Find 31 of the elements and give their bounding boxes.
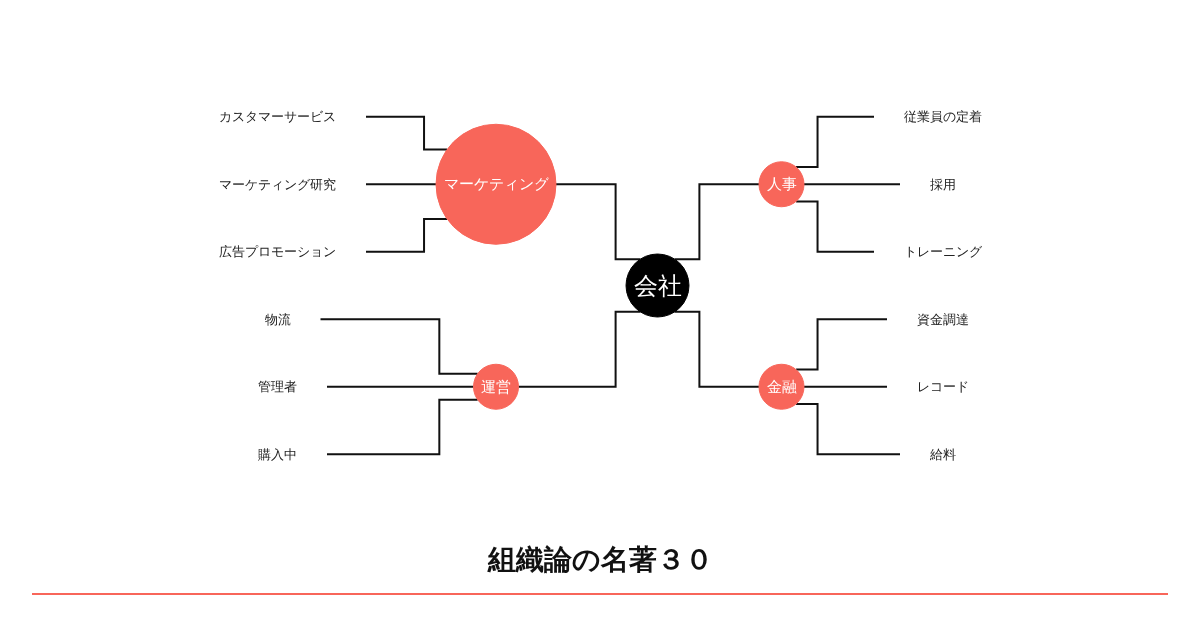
node-text: 物流: [264, 311, 290, 326]
node-text: 従業員の定着: [903, 108, 982, 124]
node-text: 購入中: [257, 446, 297, 461]
node-text: 管理者: [257, 378, 297, 394]
node-text: 給料: [929, 446, 956, 461]
connector: [517, 310, 641, 388]
node-circle: 会社: [625, 253, 689, 317]
node-text: 採用: [929, 176, 956, 191]
connector: [364, 182, 437, 185]
connector: [319, 317, 479, 375]
connector: [802, 182, 901, 185]
node-circle: マーケティング: [435, 123, 556, 245]
connector: [794, 402, 901, 455]
node-circle: 金融: [758, 363, 804, 410]
connector: [802, 385, 888, 388]
connector: [364, 115, 448, 150]
diagram-title: 組織論の名著３０: [487, 542, 713, 578]
node-text: 資金調達: [916, 311, 969, 326]
connector: [794, 317, 888, 371]
node-circle: 人事: [758, 160, 804, 207]
connector: [325, 398, 479, 455]
connector: [794, 199, 875, 253]
connector: [325, 385, 474, 388]
node-text: トレーニング: [903, 243, 982, 259]
node-circle: 運営: [472, 363, 519, 410]
connector: [673, 310, 760, 388]
connector: [364, 217, 448, 253]
node-text: 広告プロモーション: [218, 243, 336, 259]
node-text: カスタマーサービス: [218, 108, 336, 124]
node-text: レコード: [916, 378, 969, 394]
node-text: マーケティング研究: [218, 176, 336, 191]
